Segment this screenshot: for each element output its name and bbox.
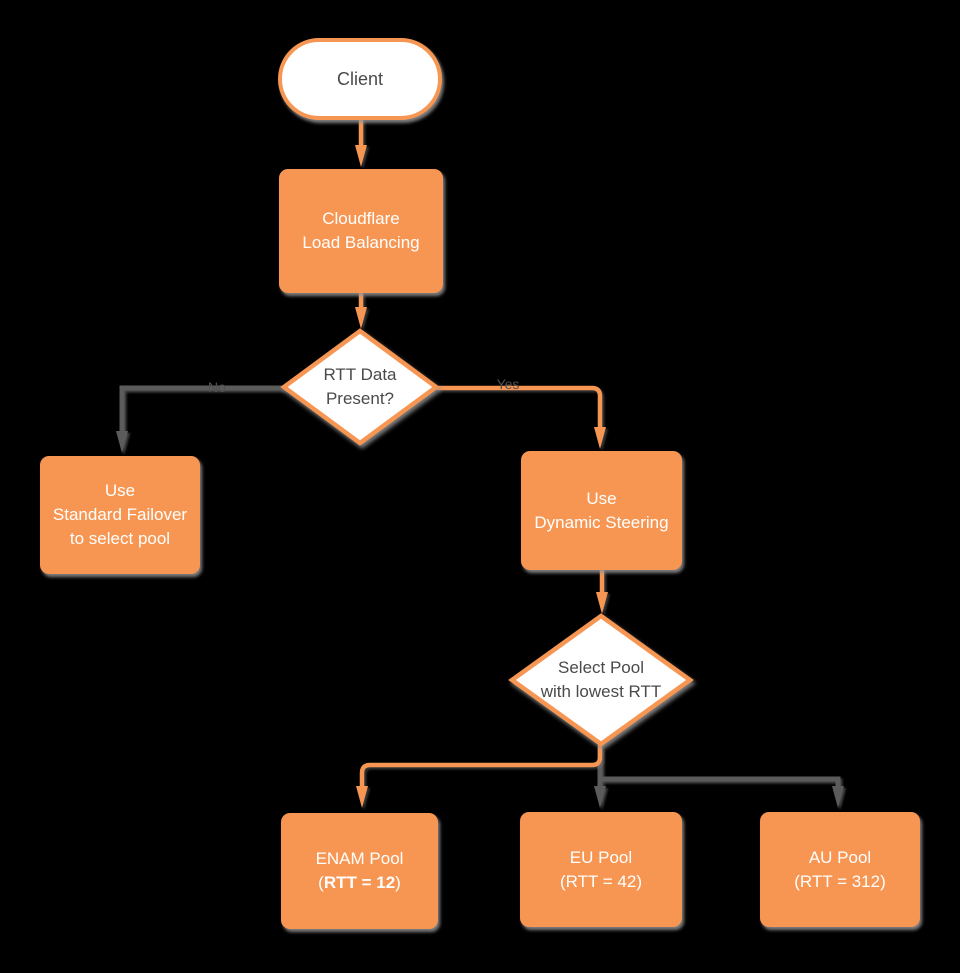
- arrowhead-enam-icon: [356, 786, 368, 808]
- enam-paren-close: ): [395, 873, 401, 892]
- node-select-pool-shape: [508, 613, 694, 747]
- enam-pool-line2: (RTT = 12): [316, 871, 404, 895]
- node-rtt-decision-label: RTT Data Present?: [284, 331, 436, 443]
- enam-rtt-value: RTT = 12: [323, 873, 396, 892]
- node-eu-pool: EU Pool (RTT = 42): [520, 812, 682, 927]
- arrowhead-eu-icon: [594, 786, 606, 808]
- node-cloudflare-line2: Load Balancing: [302, 233, 420, 252]
- standard-failover-line2: Standard Failover: [52, 505, 188, 524]
- node-rtt-decision-shape: [280, 328, 440, 446]
- node-enam-pool: ENAM Pool (RTT = 12): [281, 813, 438, 929]
- edge-to-au-pool-connector: [598, 776, 841, 786]
- standard-failover-line1: Use: [104, 481, 136, 500]
- enam-pool-line1: ENAM Pool: [315, 849, 404, 868]
- edge-label-yes: Yes: [496, 376, 520, 392]
- enam-paren-open: (: [318, 873, 324, 892]
- arrowhead-client-icon: [355, 145, 367, 167]
- node-cloudflare-load-balancing: Cloudflare Load Balancing: [279, 169, 443, 293]
- node-client: Client: [278, 38, 442, 120]
- edge-no-connector: [119, 385, 285, 431]
- node-select-pool-label: Select Pool with lowest RTT: [512, 616, 690, 744]
- node-au-pool: AU Pool (RTT = 312): [760, 812, 920, 927]
- select-pool-line2: with lowest RTT: [540, 682, 662, 701]
- edge-to-enam-pool-connector: [359, 742, 603, 787]
- node-dynamic-steering: Use Dynamic Steering: [521, 451, 682, 570]
- node-standard-failover: Use Standard Failover to select pool: [40, 456, 200, 574]
- edge-yes-connector: [436, 385, 603, 428]
- au-pool-line1: AU Pool: [808, 847, 872, 867]
- eu-pool-line1: EU Pool: [569, 847, 633, 867]
- node-client-label: Client: [336, 68, 384, 89]
- diamond-rtt-decision: [280, 328, 440, 446]
- edge-label-no: No: [208, 379, 226, 395]
- eu-pool-line2: (RTT = 42): [559, 871, 643, 891]
- dynamic-steering-line2: Dynamic Steering: [534, 512, 669, 532]
- standard-failover-line3: to select pool: [69, 529, 171, 548]
- arrowhead-no-icon: [116, 431, 128, 453]
- au-pool-line2: (RTT = 312): [794, 871, 886, 891]
- arrowhead-yes-icon: [594, 427, 606, 449]
- diamond-select-pool: [508, 613, 694, 747]
- node-cloudflare-line1: Cloudflare: [322, 209, 400, 228]
- arrowhead-au-icon: [832, 786, 844, 808]
- dynamic-steering-line1: Use: [586, 488, 617, 508]
- select-pool-line1: Select Pool: [558, 658, 644, 677]
- arrowhead-select-icon: [596, 592, 608, 614]
- arrowhead-decision-icon: [355, 307, 367, 329]
- rtt-decision-line1: RTT Data: [323, 365, 397, 384]
- rtt-decision-line2: Present?: [325, 389, 395, 408]
